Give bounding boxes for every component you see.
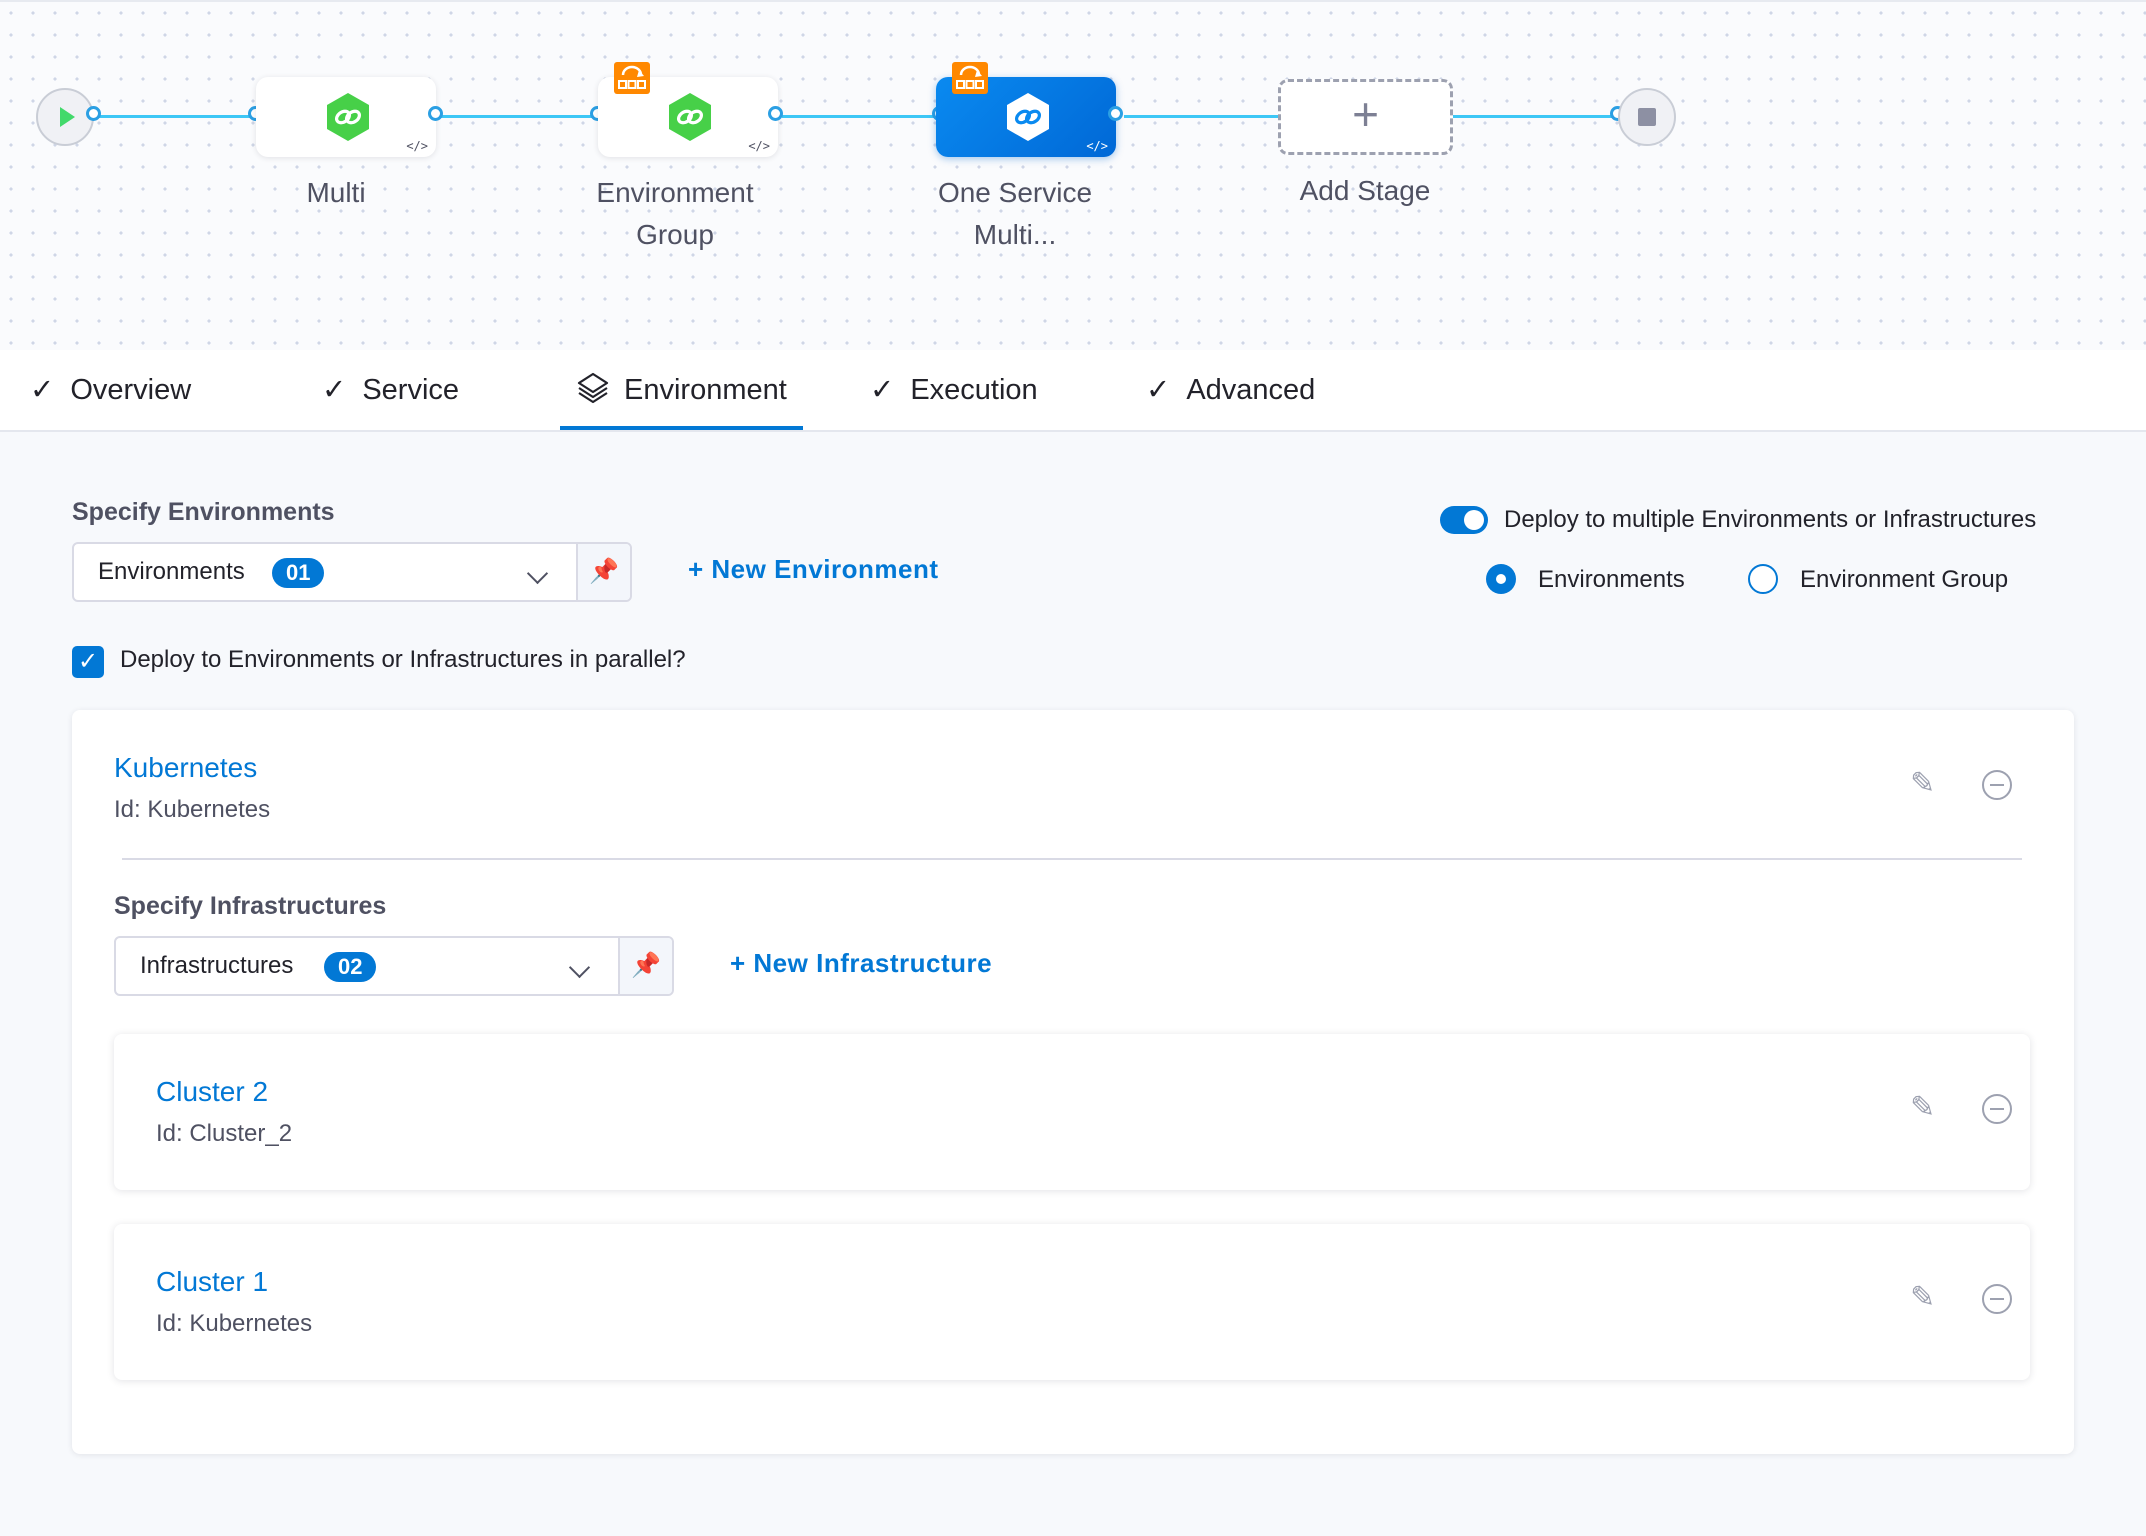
pipeline-start-node [36, 88, 94, 146]
stage-label-line: Group [636, 219, 714, 250]
radio-environments[interactable] [1486, 564, 1516, 594]
new-environment-link[interactable]: + New Environment [688, 554, 939, 584]
code-icon: </> [1086, 139, 1108, 153]
start-port [86, 106, 101, 121]
environment-card: Kubernetes Id: Kubernetes ✎ Specify Infr… [72, 710, 2074, 1454]
stage-tabs: ✓ Overview ✓ Service Environment ✓ Executio… [0, 350, 2146, 432]
stage-port-out[interactable] [768, 106, 783, 121]
pin-icon[interactable]: 📌 [618, 938, 672, 994]
specify-infrastructures-label: Specify Infrastructures [114, 892, 387, 920]
infrastructures-select-label: Infrastructures [140, 952, 294, 979]
minus-circle-icon[interactable] [1982, 770, 2012, 800]
stage-port-out[interactable] [1108, 106, 1123, 121]
specify-environments-label: Specify Environments [72, 498, 335, 526]
infrastructure-id: Id: Cluster_2 [156, 1120, 293, 1147]
infrastructure-name-link[interactable]: Cluster 2 [156, 1076, 269, 1107]
multi-deploy-label: Deploy to multiple Environments or Infra… [1504, 506, 2037, 533]
add-stage-label[interactable]: Add Stage [1299, 175, 1431, 206]
stage-label-line: Multi... [973, 219, 1057, 250]
tab-service[interactable]: ✓ Service [322, 350, 459, 430]
tab-label: Overview [70, 374, 192, 406]
connector-line [440, 115, 600, 118]
tab-overview[interactable]: ✓ Overview [30, 350, 191, 430]
stage-label: One Service Multi... [910, 172, 1120, 256]
code-icon: </> [748, 139, 770, 153]
minus-circle-icon[interactable] [1982, 1284, 2012, 1314]
parallel-label: Deploy to Environments or Infrastructure… [120, 646, 686, 673]
stage-label: Environment Group [570, 172, 780, 256]
pencil-icon[interactable]: ✎ [1910, 767, 1936, 800]
deployment-link-icon [669, 93, 711, 141]
infrastructure-name-link[interactable]: Cluster 1 [156, 1266, 269, 1297]
environments-count-badge: 01 [272, 558, 325, 588]
radio-environment-group[interactable] [1748, 564, 1778, 594]
parallel-checkbox[interactable]: ✓ [72, 646, 104, 678]
tab-label: Execution [910, 374, 1038, 406]
deployment-link-icon [327, 93, 369, 141]
stage-label-line: Environment [596, 177, 754, 208]
tab-environment[interactable]: Environment [560, 350, 803, 430]
play-icon [60, 107, 75, 127]
environments-select[interactable]: Environments 01 📌 [72, 542, 632, 602]
stop-icon [1638, 108, 1656, 126]
infrastructures-count-badge: 02 [324, 952, 377, 982]
connector-line [96, 115, 256, 118]
minus-circle-icon[interactable] [1982, 1094, 2012, 1124]
infrastructure-card: Cluster 1 Id: Kubernetes ✎ [114, 1224, 2030, 1380]
tab-advanced[interactable]: ✓ Advanced [1146, 350, 1315, 430]
deployment-link-icon [1007, 93, 1049, 141]
check-icon: ✓ [1146, 374, 1171, 406]
toggle-knob [1464, 510, 1484, 530]
check-icon: ✓ [322, 374, 347, 406]
connector-line [782, 115, 942, 118]
new-infrastructure-link[interactable]: + New Infrastructure [730, 948, 993, 978]
environment-name-link[interactable]: Kubernetes [114, 752, 258, 783]
infrastructures-select[interactable]: Infrastructures 02 📌 [114, 936, 674, 996]
looping-strategy-icon [952, 62, 988, 94]
chevron-down-icon [526, 562, 549, 585]
environment-id: Id: Kubernetes [114, 796, 271, 823]
pipeline-end-node [1618, 88, 1676, 146]
infrastructure-id: Id: Kubernetes [156, 1310, 313, 1337]
chevron-down-icon [568, 956, 591, 979]
divider [122, 858, 2022, 860]
stage-port-out[interactable] [428, 106, 443, 121]
pencil-icon[interactable]: ✎ [1910, 1091, 1936, 1124]
environments-select-label: Environments [98, 558, 245, 585]
pipeline-canvas: </> Multi </> Environment Group [0, 0, 2146, 352]
looping-strategy-icon [614, 62, 650, 94]
add-stage-button[interactable]: + [1278, 79, 1453, 155]
stage-label-line: One Service [937, 177, 1093, 208]
connector-line [1124, 115, 1278, 118]
code-icon: </> [406, 139, 428, 153]
stage-label: Multi [306, 177, 366, 208]
radio-environment-group-label: Environment Group [1800, 566, 2009, 593]
tab-label: Service [362, 374, 460, 406]
radio-environments-label: Environments [1538, 566, 1685, 593]
pencil-icon[interactable]: ✎ [1910, 1281, 1936, 1314]
check-icon: ✓ [30, 374, 55, 406]
pin-icon[interactable]: 📌 [576, 544, 630, 600]
tab-execution[interactable]: ✓ Execution [870, 350, 1038, 430]
tab-label: Environment [624, 374, 787, 406]
check-icon: ✓ [870, 374, 895, 406]
stage-multi[interactable]: </> [256, 77, 436, 157]
environment-icon [577, 372, 609, 404]
multi-deploy-toggle[interactable] [1440, 506, 1488, 534]
plus-icon: + [1352, 88, 1379, 140]
tab-label: Advanced [1186, 374, 1316, 406]
connector-line [1453, 115, 1625, 118]
stage-environment-group[interactable]: </> [598, 77, 778, 157]
infrastructure-card: Cluster 2 Id: Cluster_2 ✎ [114, 1034, 2030, 1190]
